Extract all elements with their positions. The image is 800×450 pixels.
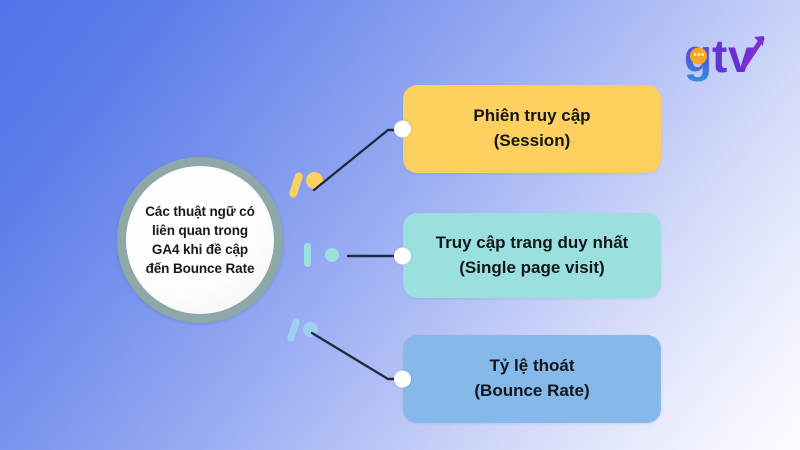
gtv-logo-arrow-icon (741, 36, 765, 69)
blue-dot-accent (303, 322, 318, 337)
card-single-page-visit-connector-dot (394, 247, 411, 264)
gtv-logo[interactable]: g t v (684, 28, 770, 84)
card-single-page-visit-label: Truy cập trang duy nhất (Single page vis… (435, 232, 629, 277)
teal-dot-accent (325, 248, 339, 262)
gtv-logo-bubble-dot-1 (693, 53, 697, 56)
blue-dash-accent (286, 317, 301, 343)
central-hub: Các thuật ngữ có liên quan trong GA4 khi… (117, 157, 283, 323)
gtv-logo-arrow-head-icon (754, 36, 764, 46)
gtv-logo-bubble-dot-3 (701, 53, 704, 56)
connector-to-session (312, 128, 412, 192)
central-hub-inner: Các thuật ngữ có liên quan trong GA4 khi… (126, 166, 274, 314)
gtv-logo-bubble-icon (690, 47, 707, 65)
central-hub-label: Các thuật ngữ có liên quan trong GA4 khi… (145, 203, 255, 277)
gtv-logo-bubble-dot-2 (697, 53, 701, 56)
card-single-page-visit[interactable]: Truy cập trang duy nhất (Single page vis… (394, 213, 661, 298)
connector-to-bounce-rate (310, 331, 412, 381)
card-session[interactable]: Phiên truy cập (Session) (394, 85, 661, 173)
yellow-dash-accent (288, 171, 304, 199)
teal-dash-accent (304, 243, 311, 267)
card-session-label: Phiên truy cập (Session) (473, 106, 591, 150)
yellow-dot-accent (306, 172, 323, 189)
gtv-logo-letter-t: t (712, 30, 727, 82)
card-bounce-rate-connector-dot (394, 370, 411, 388)
card-bounce-rate[interactable]: Tỷ lệ thoát (Bounce Rate) (394, 335, 661, 423)
card-session-connector-dot (394, 120, 411, 138)
card-bounce-rate-label: Tỷ lệ thoát (Bounce Rate) (474, 356, 590, 400)
